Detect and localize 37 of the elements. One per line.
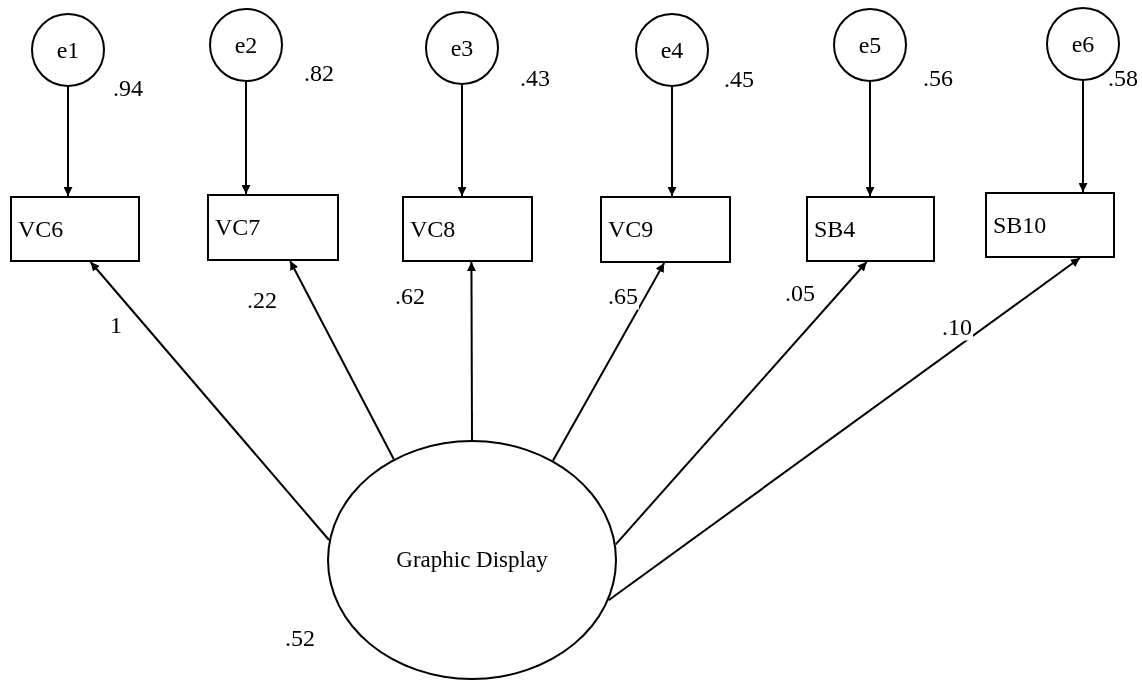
arrow [457,84,467,197]
arrow [667,86,677,197]
node-label: e4 [660,36,684,64]
node-label: VC9 [608,216,654,243]
node-label: SB10 [993,211,1047,239]
node-label: VC6 [18,215,64,243]
node-label: e6 [1071,30,1095,58]
variable-box [806,196,935,262]
arrow [63,86,73,197]
arrow [289,260,395,460]
node-label: e3 [450,34,474,62]
variable-box [402,196,533,262]
node-label: e5 [858,31,882,59]
node-label: SB4 [814,215,856,243]
coefficient-label: .82 [304,60,334,87]
coefficient-label: .45 [724,66,754,93]
node-label: e1 [56,36,80,64]
variable-box [985,192,1115,258]
variable-box [600,196,731,263]
node-label: VC8 [410,215,456,243]
node-label: Graphic Display [396,547,548,573]
arrow [865,81,875,197]
arrow [466,261,476,441]
variable-box [10,196,140,262]
arrow [614,261,868,546]
coefficient-label: .43 [520,65,550,92]
arrow [552,262,666,462]
arrow [241,81,251,195]
variable-box [207,194,339,261]
coefficient-label: .52 [285,625,315,652]
coefficient-label: .56 [923,65,953,92]
coefficient-label: .58 [1108,65,1138,92]
arrow [89,261,331,541]
arrow [1078,80,1088,193]
node-label: VC7 [215,214,261,241]
coefficient-label: .94 [113,75,143,102]
node-label: e2 [234,31,258,59]
